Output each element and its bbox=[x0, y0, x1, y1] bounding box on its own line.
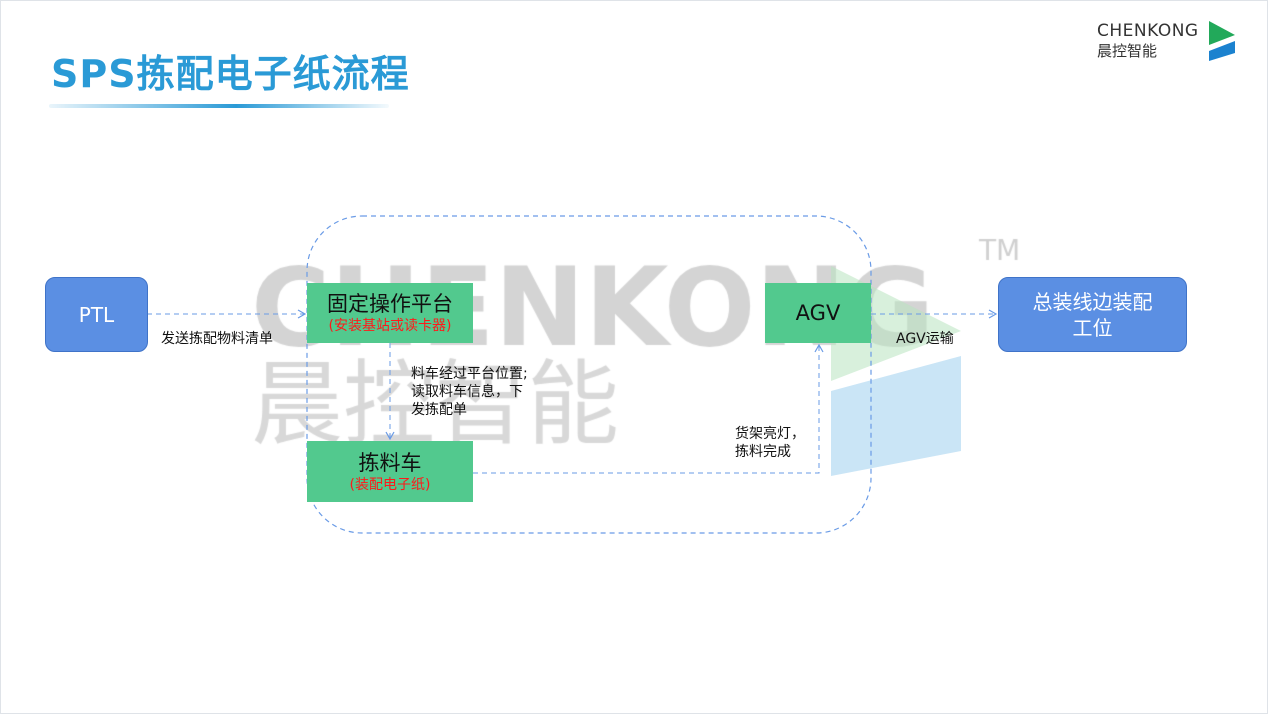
edge-label-line: 货架亮灯， bbox=[735, 426, 805, 442]
edge-label-line: 读取料车信息，下 bbox=[411, 384, 523, 400]
node-station: 总装线边装配 工位 bbox=[998, 277, 1187, 352]
edge-label-cart-agv: 货架亮灯， 拣料完成 bbox=[735, 425, 805, 461]
node-platform-sub: (安装基站或读卡器) bbox=[328, 318, 452, 334]
title-underline bbox=[49, 104, 389, 108]
node-station-line2: 工位 bbox=[1072, 315, 1113, 340]
group-boundary bbox=[306, 215, 872, 534]
node-station-line1: 总装线边装配 bbox=[1032, 289, 1153, 314]
node-cart-title: 拣料车 bbox=[358, 450, 422, 475]
edge-label-line: 拣料完成 bbox=[735, 444, 791, 460]
logo-text: CHENKONG bbox=[1097, 21, 1199, 41]
node-platform: 固定操作平台 (安装基站或读卡器) bbox=[307, 283, 473, 343]
edge-label-agv-station: AGV运输 bbox=[896, 331, 954, 347]
node-agv-label: AGV bbox=[795, 301, 841, 325]
node-ptl-label: PTL bbox=[78, 302, 115, 327]
logo-icon bbox=[1209, 21, 1235, 61]
node-cart: 拣料车 (装配电子纸) bbox=[307, 441, 473, 502]
node-ptl: PTL bbox=[45, 277, 148, 352]
edge-label-platform-cart: 料车经过平台位置; 读取料车信息，下 发拣配单 bbox=[411, 365, 528, 419]
edge-cart-agv bbox=[473, 343, 824, 474]
logo-text-cn: 晨控智能 bbox=[1097, 42, 1158, 60]
page-title: SPS拣配电子纸流程 bbox=[51, 52, 410, 96]
node-platform-title: 固定操作平台 bbox=[327, 292, 453, 316]
edge-label-ptl-platform: 发送拣配物料清单 bbox=[161, 331, 273, 347]
node-cart-sub: (装配电子纸) bbox=[349, 476, 431, 493]
edge-label-line: 料车经过平台位置; bbox=[411, 366, 528, 382]
node-agv: AGV bbox=[765, 283, 871, 343]
edge-label-line: 发拣配单 bbox=[411, 402, 467, 418]
